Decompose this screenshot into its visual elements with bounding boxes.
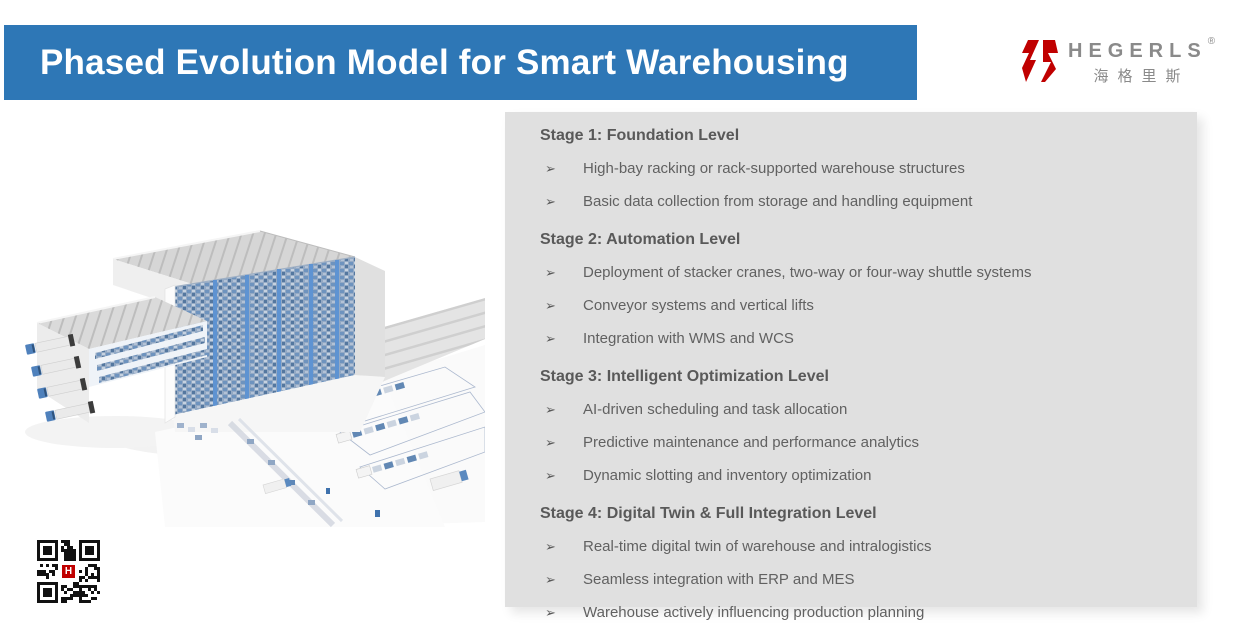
arrow-bullet-icon: ➢ xyxy=(545,434,556,450)
stage-block-1: Stage 1: Foundation Level ➢ High-bay rac… xyxy=(505,119,1197,218)
arrow-bullet-icon: ➢ xyxy=(545,193,556,209)
bullet-item: ➢ Basic data collection from storage and… xyxy=(505,185,1197,218)
bullet-text: Predictive maintenance and performance a… xyxy=(583,434,920,451)
stage-heading: Stage 4: Digital Twin & Full Integration… xyxy=(540,504,877,522)
bullet-text: Integration with WMS and WCS xyxy=(583,330,794,347)
arrow-bullet-icon: ➢ xyxy=(545,401,556,417)
bullet-text: AI-driven scheduling and task allocation xyxy=(583,401,848,418)
bullet-text: Real-time digital twin of warehouse and … xyxy=(583,538,932,555)
bullet-text: Seamless integration with ERP and MES xyxy=(583,571,855,588)
title-bar: Phased Evolution Model for Smart Warehou… xyxy=(4,25,917,100)
arrow-bullet-icon: ➢ xyxy=(545,538,556,554)
bullet-item: ➢ AI-driven scheduling and task allocati… xyxy=(505,393,1197,426)
stage-block-3: Stage 3: Intelligent Optimization Level … xyxy=(505,360,1197,492)
bullet-item: ➢ Conveyor systems and vertical lifts xyxy=(505,289,1197,322)
bullet-text: Deployment of stacker cranes, two-way or… xyxy=(583,264,1032,281)
bullet-item: ➢ Warehouse actively influencing product… xyxy=(505,596,1197,629)
registered-trademark-icon: ® xyxy=(1207,36,1216,47)
brand-logo: HEGERLS ® 海格里斯 xyxy=(1022,36,1236,86)
stage-heading: Stage 3: Intelligent Optimization Level xyxy=(540,367,829,385)
bullet-text: High-bay racking or rack-supported wareh… xyxy=(583,160,965,177)
bullet-text: Conveyor systems and vertical lifts xyxy=(583,297,814,314)
bullet-item: ➢ Real-time digital twin of warehouse an… xyxy=(505,530,1197,563)
arrow-bullet-icon: ➢ xyxy=(545,604,556,620)
arrow-bullet-icon: ➢ xyxy=(545,571,556,587)
arrow-bullet-icon: ➢ xyxy=(545,160,556,176)
warehouse-illustration xyxy=(25,230,485,528)
brand-name-chinese: 海格里斯 xyxy=(1093,68,1190,85)
bullet-text: Warehouse actively influencing productio… xyxy=(583,604,925,621)
stages-panel: Stage 1: Foundation Level ➢ High-bay rac… xyxy=(505,112,1197,621)
stage-heading: Stage 2: Automation Level xyxy=(540,230,741,248)
stage-heading: Stage 1: Foundation Level xyxy=(540,126,740,144)
arrow-bullet-icon: ➢ xyxy=(545,467,556,483)
brand-name: HEGERLS xyxy=(1068,40,1207,62)
brand-text-group: HEGERLS ® 海格里斯 xyxy=(1068,36,1215,86)
bullet-text: Basic data collection from storage and h… xyxy=(583,193,973,210)
hegerls-h-icon xyxy=(1022,40,1058,82)
bullet-item: ➢ Predictive maintenance and performance… xyxy=(505,426,1197,459)
bullet-item: ➢ Deployment of stacker cranes, two-way … xyxy=(505,256,1197,289)
bullet-item: ➢ Seamless integration with ERP and MES xyxy=(505,563,1197,596)
stage-block-2: Stage 2: Automation Level ➢ Deployment o… xyxy=(505,223,1197,355)
bullet-item: ➢ Dynamic slotting and inventory optimiz… xyxy=(505,459,1197,492)
bullet-item: ➢ Integration with WMS and WCS xyxy=(505,322,1197,355)
arrow-bullet-icon: ➢ xyxy=(545,264,556,280)
bullet-text: Dynamic slotting and inventory optimizat… xyxy=(583,467,872,484)
stage-block-4: Stage 4: Digital Twin & Full Integration… xyxy=(505,497,1197,629)
arrow-bullet-icon: ➢ xyxy=(545,297,556,313)
bullet-item: ➢ High-bay racking or rack-supported war… xyxy=(505,152,1197,185)
qr-center-logo: H xyxy=(61,564,76,579)
qr-code: H xyxy=(37,540,100,603)
arrow-bullet-icon: ➢ xyxy=(545,330,556,346)
page-title: Phased Evolution Model for Smart Warehou… xyxy=(40,42,849,82)
